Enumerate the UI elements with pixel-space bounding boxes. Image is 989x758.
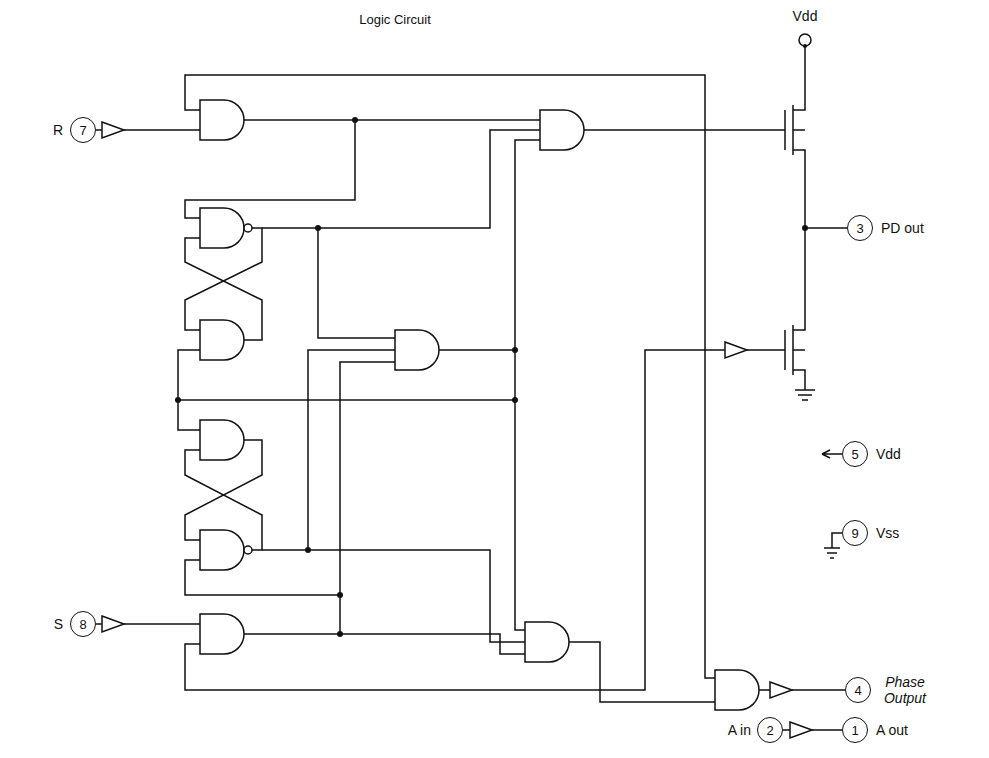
diagram-title: Logic Circuit — [359, 12, 431, 27]
pin-name: R — [52, 122, 64, 138]
pin-circle: 5 — [842, 441, 868, 467]
pin-name: Vss — [875, 525, 900, 541]
pin-circle: 7 — [70, 117, 96, 143]
pin-name: Phase Output — [878, 674, 932, 706]
pin-number: 8 — [79, 618, 86, 631]
pin-circle: 4 — [845, 677, 871, 703]
pin-number: 3 — [856, 222, 863, 235]
pin-number: 2 — [766, 724, 773, 737]
junction-dots — [175, 44, 808, 637]
wires — [96, 46, 847, 730]
pin-circle: 9 — [842, 520, 868, 546]
pin-name: PD out — [880, 220, 925, 236]
pin-circle: 2 — [757, 717, 783, 743]
pin-circle: 3 — [847, 215, 873, 241]
pin-number: 7 — [79, 124, 86, 137]
pin-number: 5 — [851, 448, 858, 461]
pin-number: 1 — [851, 724, 858, 737]
pin-name: A out — [875, 722, 909, 738]
pin-name: Vdd — [875, 446, 902, 462]
pin-number: 4 — [854, 684, 861, 697]
gates — [102, 100, 812, 738]
pin-name: A in — [727, 722, 752, 738]
pin-circle: 1 — [842, 717, 868, 743]
pin-name: Vdd — [792, 8, 819, 24]
pin-circle: 8 — [70, 611, 96, 637]
pin-name: S — [53, 616, 64, 632]
pin-number: 9 — [851, 527, 858, 540]
